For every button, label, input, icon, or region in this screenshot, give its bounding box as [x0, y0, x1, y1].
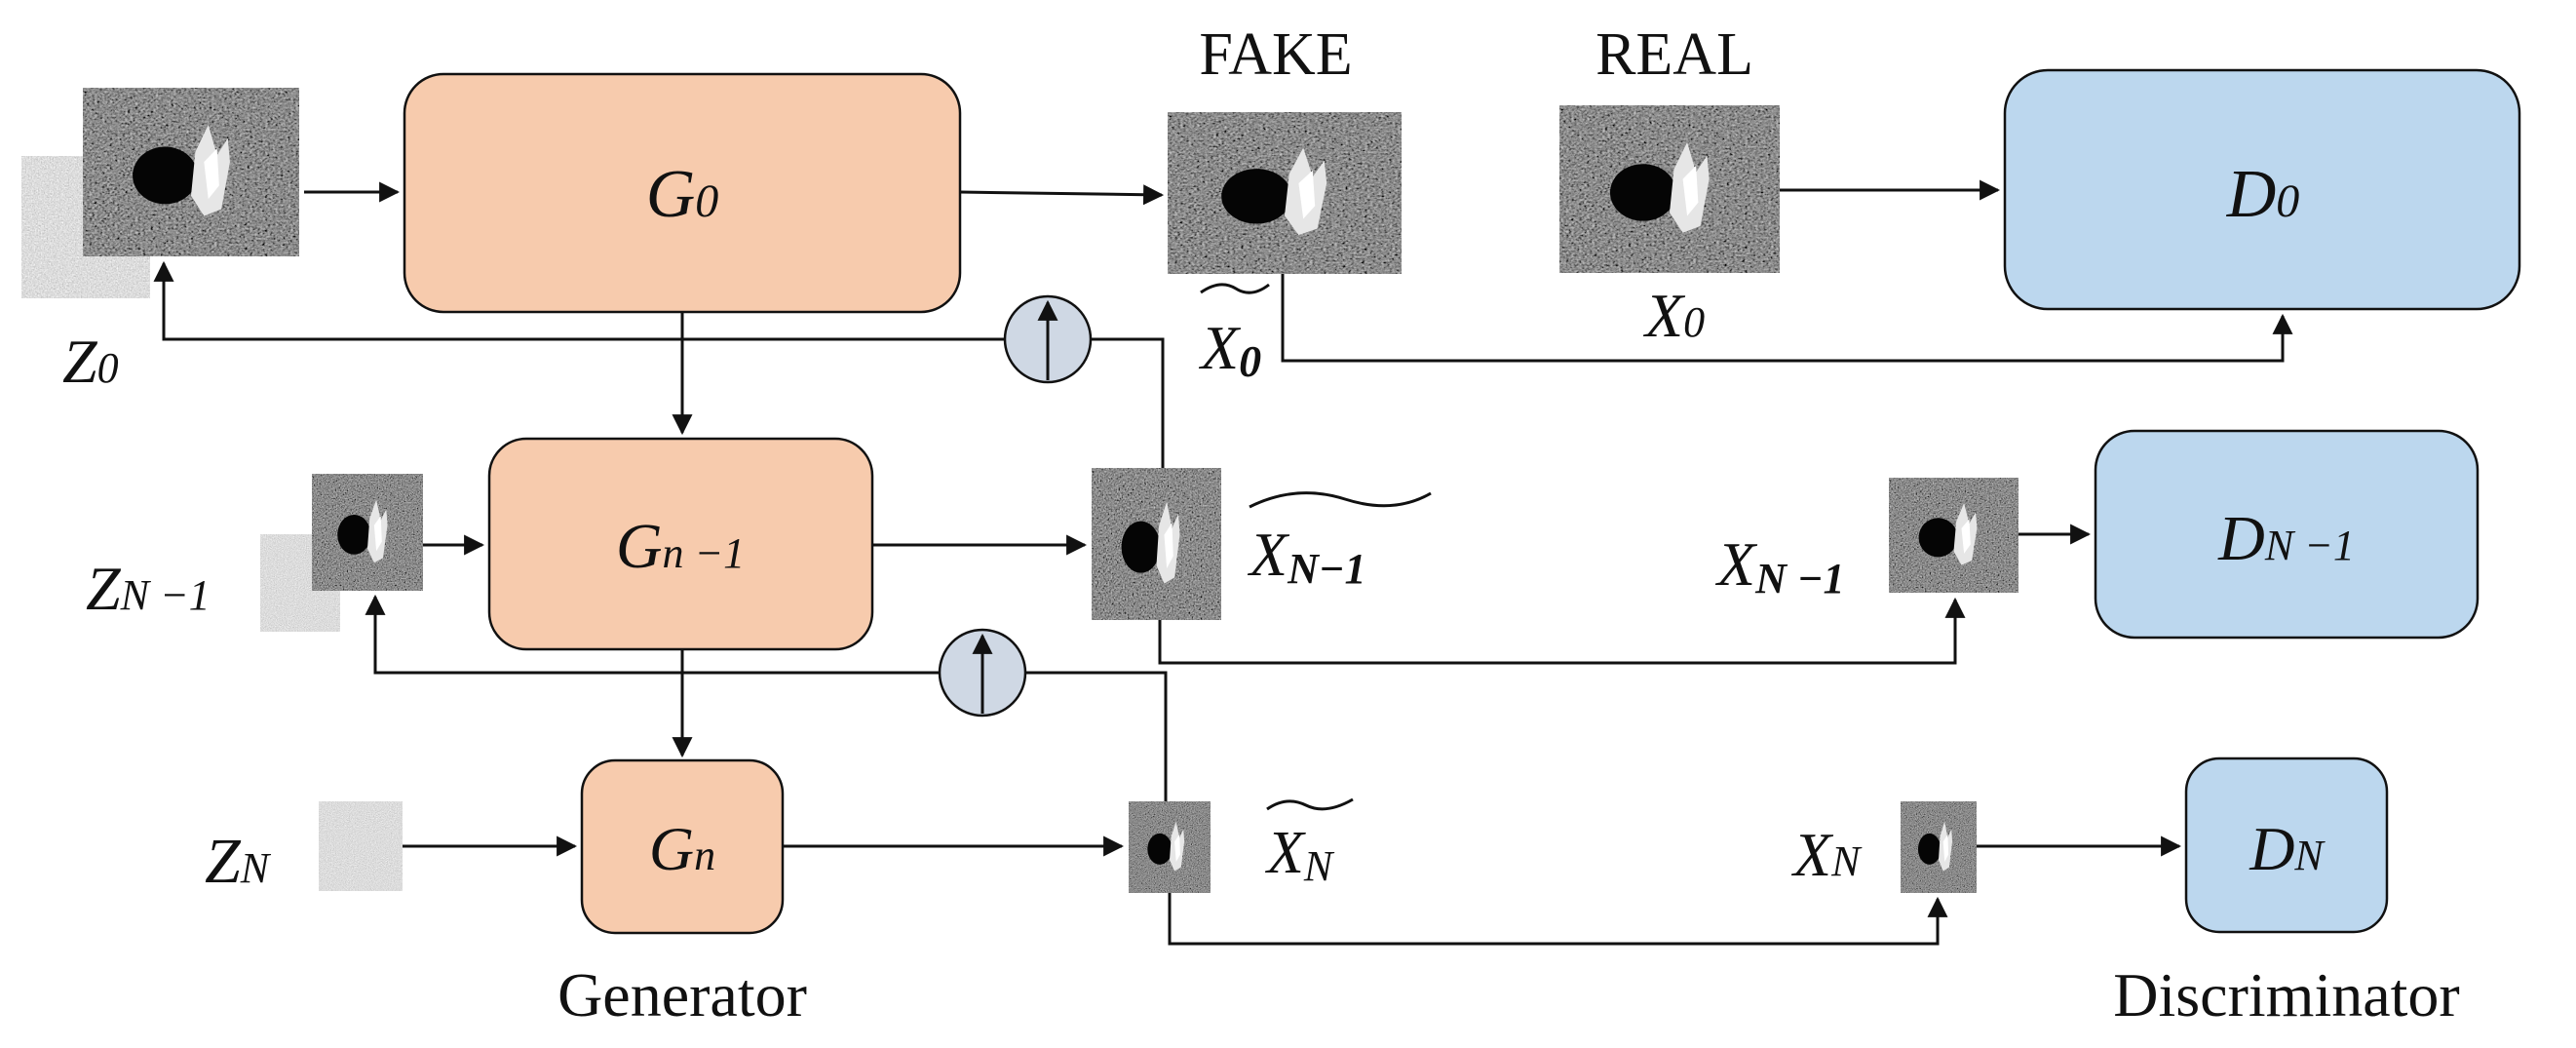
- discriminator-dn-label: DN: [2249, 814, 2326, 883]
- real-label-x0: X0: [1642, 281, 1705, 350]
- discriminator-caption: Discriminator: [2113, 960, 2459, 1029]
- fake-label-xn1: XN−1: [1247, 491, 1432, 593]
- generator-g0-label: G0: [646, 157, 719, 232]
- real-image-row0: [1559, 105, 1780, 273]
- real-image-row2: [1901, 801, 1977, 893]
- discriminator-d0: [2003, 68, 2521, 311]
- real-label-xn1: XN −1: [1714, 529, 1845, 602]
- fake-image-row2: [1129, 801, 1211, 893]
- generator-gn-label: Gn: [649, 814, 715, 883]
- real-header: REAL: [1596, 21, 1753, 88]
- input-image-row0: [83, 88, 299, 256]
- fake-image-row0: [1168, 112, 1402, 274]
- fake-header: FAKE: [1199, 21, 1352, 88]
- discriminator-dn: [2184, 757, 2389, 934]
- noise-image-zn: [319, 801, 403, 891]
- discriminator-dn1: [2094, 429, 2480, 640]
- real-image-row1: [1889, 478, 2019, 593]
- svg-text:XN: XN: [1264, 820, 1335, 890]
- real-label-xn: XN: [1790, 820, 1863, 889]
- noise-label-z0: Z0: [62, 327, 119, 396]
- noise-label-zn: ZN: [205, 826, 272, 897]
- generator-gn1-label: Gn −1: [616, 511, 745, 582]
- fake-image-row1: [1092, 468, 1221, 620]
- discriminator-d0-label: D0: [2226, 157, 2300, 232]
- fake-label-x0: X0: [1198, 283, 1270, 386]
- noise-label-zn1: ZN −1: [86, 554, 211, 623]
- generator-caption: Generator: [557, 960, 807, 1029]
- fake-label-xn: XN: [1264, 797, 1354, 890]
- svg-text:XN−1: XN−1: [1247, 520, 1366, 593]
- discriminator-dn1-label: DN −1: [2217, 503, 2355, 574]
- svg-text:X0: X0: [1198, 313, 1261, 386]
- input-image-row1: [312, 474, 423, 591]
